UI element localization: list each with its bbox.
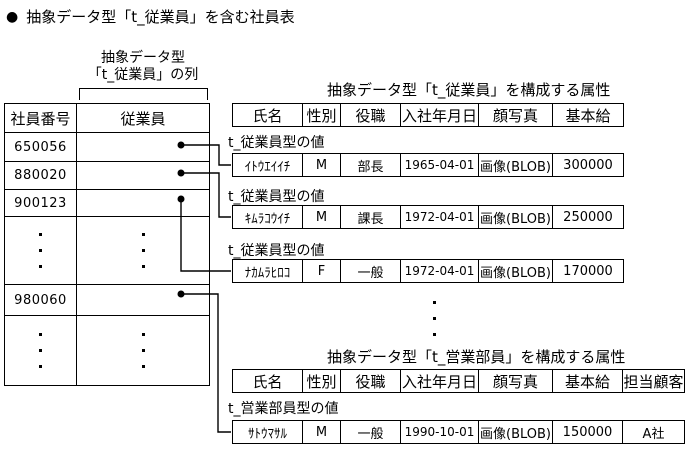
header-client: 担当顧客 xyxy=(623,372,684,391)
photo-cell: 画像(BLOB) xyxy=(479,260,553,282)
photo-cell: 画像(BLOB) xyxy=(479,154,553,176)
employee-ref-cell xyxy=(77,285,209,315)
name-cell: ｲﾄｳｴｲｲﾁ xyxy=(233,154,303,176)
t-jugyoin-value-row: ｲﾄｳｴｲｲﾁ M 部長 1965-04-01 画像(BLOB) 300000 xyxy=(232,153,624,177)
photo-cell: 画像(BLOB) xyxy=(479,206,553,228)
value-type-label: t_従業員型の値 xyxy=(228,243,325,259)
header-post: 役職 xyxy=(341,370,401,392)
ellipsis-dots xyxy=(433,297,436,339)
post-cell: 課長 xyxy=(341,206,401,228)
post-cell: 部長 xyxy=(341,154,401,176)
column-note-line1: 抽象データ型 xyxy=(101,50,185,66)
t-jugyoin-value-row: ｷﾑﾗｺｳｲﾁ M 課長 1972-04-01 画像(BLOB) 250000 xyxy=(232,205,624,229)
header-hire-date: 入社年月日 xyxy=(401,104,479,126)
ellipsis-dots xyxy=(141,333,145,368)
salary-cell: 300000 xyxy=(563,157,613,173)
name-cell: ﾅｶﾑﾗﾋﾛｺ xyxy=(233,260,303,282)
header-sex: 性別 xyxy=(303,104,341,126)
sex-cell: F xyxy=(303,260,341,282)
t-eigyobuin-value-row: ｻﾄｳﾏｻﾙ M 一般 1990-10-01 画像(BLOB) 150000 A… xyxy=(232,420,685,444)
post-cell: 一般 xyxy=(341,421,401,443)
value-type-label: t_従業員型の値 xyxy=(228,135,325,151)
column-note-line2: 「t_従業員」の列 xyxy=(87,67,199,83)
ellipsis-cell xyxy=(5,316,77,385)
ellipsis-dots xyxy=(141,233,145,268)
ellipsis-cell xyxy=(5,217,77,284)
header-name: 氏名 xyxy=(233,104,303,126)
employee-number-cell: 980060 xyxy=(5,285,77,315)
employee-number-cell: 650056 xyxy=(5,133,77,161)
employee-number-cell: 900123 xyxy=(5,190,77,216)
ellipsis-row xyxy=(5,315,209,385)
page-title: ● 抽象データ型「t_従業員」を含む社員表 xyxy=(6,6,295,27)
header-name: 氏名 xyxy=(233,370,303,392)
ellipsis-dots xyxy=(39,333,42,368)
ellipsis-dots xyxy=(39,233,42,268)
header-photo: 顔写真 xyxy=(479,104,553,126)
name-cell: ｻﾄｳﾏｻﾙ xyxy=(233,421,303,443)
table-row: 980060 xyxy=(5,284,209,315)
employee-ref-cell xyxy=(77,190,209,216)
hire-date-cell: 1972-04-01 xyxy=(401,206,479,228)
t-jugyoin-attributes-title: 抽象データ型「t_従業員」を構成する属性 xyxy=(327,81,611,99)
table-row: 650056 xyxy=(5,132,209,161)
page-title-text: 抽象データ型「t_従業員」を含む社員表 xyxy=(26,8,295,26)
bullet-icon: ● xyxy=(6,8,19,25)
header-salary: 基本給 xyxy=(565,106,611,125)
header-photo: 顔写真 xyxy=(479,370,553,392)
table-row: 900123 xyxy=(5,189,209,216)
hire-date-cell: 1990-10-01 xyxy=(401,421,479,443)
employee-ref-cell xyxy=(77,162,209,189)
t-eigyobuin-header-row: 氏名 性別 役職 入社年月日 顔写真 基本給 担当顧客 xyxy=(232,369,685,393)
header-salary: 基本給 xyxy=(553,370,623,392)
header-post: 役職 xyxy=(341,104,401,126)
table-row: 880020 xyxy=(5,161,209,189)
t-jugyoin-value-row: ﾅｶﾑﾗﾋﾛｺ F 一般 1972-04-01 画像(BLOB) 170000 xyxy=(232,259,624,283)
employee-table-header-row: 社員番号 従業員 xyxy=(5,104,209,132)
header-sex: 性別 xyxy=(303,370,341,392)
ellipsis-row xyxy=(5,216,209,284)
header-hire-date: 入社年月日 xyxy=(401,370,479,392)
sex-cell: M xyxy=(303,154,341,176)
hire-date-cell: 1972-04-01 xyxy=(401,260,479,282)
salary-cell: 150000 xyxy=(553,421,623,443)
value-type-label: t_営業部員型の値 xyxy=(228,401,339,417)
client-cell: A社 xyxy=(642,426,665,442)
employee-table: 社員番号 従業員 650056 880020 900123 980060 xyxy=(4,103,210,386)
salary-cell: 170000 xyxy=(563,263,613,279)
header-employee-number: 社員番号 xyxy=(5,104,77,132)
column-bracket xyxy=(79,88,208,100)
photo-cell: 画像(BLOB) xyxy=(479,421,553,443)
sex-cell: M xyxy=(303,421,341,443)
t-eigyobuin-attributes-title: 抽象データ型「t_営業部員」を構成する属性 xyxy=(327,348,626,366)
ellipsis-cell xyxy=(77,316,209,385)
ellipsis-cell xyxy=(77,217,209,284)
employee-number-cell: 880020 xyxy=(5,162,77,189)
employee-ref-cell xyxy=(77,133,209,161)
value-type-label: t_従業員型の値 xyxy=(228,189,325,205)
header-employee: 従業員 xyxy=(120,109,166,128)
name-cell: ｷﾑﾗｺｳｲﾁ xyxy=(233,206,303,228)
post-cell: 一般 xyxy=(341,260,401,282)
salary-cell: 250000 xyxy=(563,209,613,225)
sex-cell: M xyxy=(303,206,341,228)
column-note: 抽象データ型 「t_従業員」の列 xyxy=(79,50,207,84)
t-jugyoin-header-row: 氏名 性別 役職 入社年月日 顔写真 基本給 xyxy=(232,103,624,127)
hire-date-cell: 1965-04-01 xyxy=(401,154,479,176)
